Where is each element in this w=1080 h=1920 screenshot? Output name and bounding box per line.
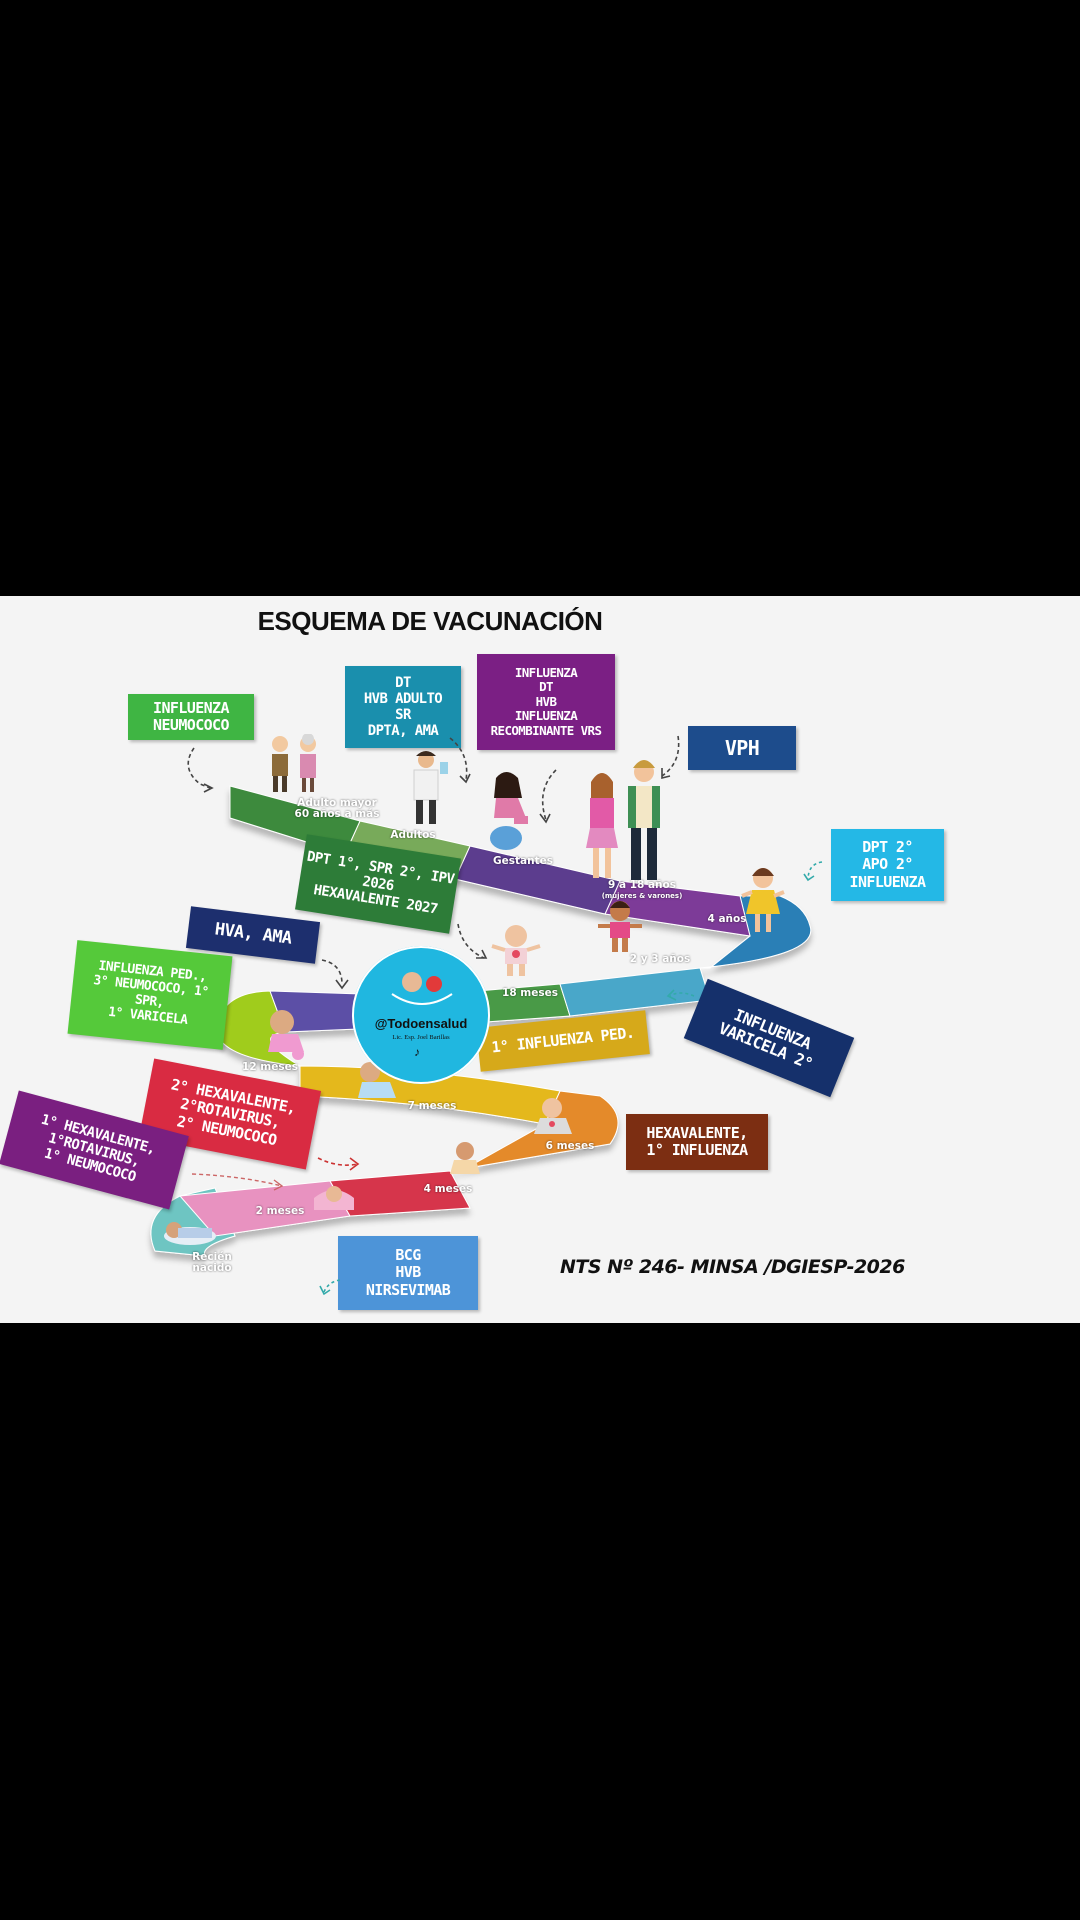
vaccine-line: INFLUENZA <box>514 665 578 681</box>
baby-12-months-icon <box>268 1010 304 1060</box>
author-handle: @Todoensalud <box>374 1016 468 1031</box>
vaccine-line: DT <box>395 674 411 691</box>
dashed-arrow-icon <box>666 989 695 1001</box>
dashed-arrow-icon <box>317 1157 360 1171</box>
vaccine-line: SR <box>395 707 411 723</box>
vaccine-line: APO 2° <box>862 855 913 874</box>
adult-doctor-icon <box>413 751 448 824</box>
dashed-arrow-icon <box>803 861 823 882</box>
elderly-couple-icon <box>272 734 316 792</box>
stage-label: 18 meses <box>502 987 558 999</box>
vaccine-box-seis-meses: HEXAVALENTE,1° INFLUENZA <box>626 1114 768 1170</box>
dashed-arrow-icon <box>191 1173 284 1191</box>
vaccine-line: 1° INFLUENZA PED. <box>490 1023 636 1057</box>
stage-label: Gestantes <box>493 855 553 867</box>
vaccine-line: DPTA, AMA <box>367 723 439 740</box>
vaccine-line: HVB <box>535 693 557 709</box>
vaccine-line: VPH <box>724 735 760 760</box>
dashed-arrow-icon <box>457 923 488 959</box>
baby-6-months-icon <box>534 1098 572 1134</box>
dashed-arrow-icon <box>449 737 471 784</box>
vaccine-box-vph: VPH <box>688 726 796 770</box>
dashed-arrow-icon <box>319 1279 341 1296</box>
vaccine-line: INFLUENZA <box>153 698 229 717</box>
pregnant-woman-icon <box>490 772 528 850</box>
teen-girl-icon <box>586 773 618 878</box>
stage-label: 12 meses <box>242 1061 298 1073</box>
stage-label: 6 meses <box>545 1140 595 1152</box>
stage-label: 4 meses <box>423 1183 473 1195</box>
vaccine-line: NEUMOCOCO <box>153 716 229 734</box>
stage-label: 7 meses <box>407 1100 457 1112</box>
stage-label: 2 meses <box>255 1205 305 1217</box>
vaccine-line: HVB <box>395 1263 421 1282</box>
girl-4-years-icon <box>741 868 785 932</box>
dashed-arrow-icon <box>321 959 349 990</box>
dashed-arrow-icon <box>661 735 680 780</box>
author-badge: @Todoensalud Lic. Esp. Joel Barillas ♪ <box>352 946 490 1084</box>
norm-reference: NTS Nº 246- MINSA /DGIESP-2026 <box>560 1256 905 1278</box>
vaccine-line: RECOMBINANTE VRS <box>490 722 602 738</box>
newborn-icon <box>164 1222 216 1245</box>
vaccine-line: 1° INFLUENZA <box>646 1141 748 1159</box>
vaccine-line: DT <box>539 679 553 695</box>
vaccine-line: HVA, AMA <box>213 919 293 949</box>
vaccine-line: BCG <box>395 1246 421 1265</box>
vaccine-line: INFLUENZA <box>849 872 926 891</box>
tiktok-icon: ♪ <box>414 1045 420 1059</box>
toddler-18-months-icon <box>491 925 541 976</box>
dashed-arrow-icon <box>539 769 557 824</box>
vaccine-line: NIRSEVIMAB <box>365 1280 451 1299</box>
vaccine-line: INFLUENZA <box>514 708 578 724</box>
vaccine-line: 1° VARICELA <box>107 1004 189 1028</box>
vaccine-line: HEXAVALENTE, <box>646 1123 748 1142</box>
vaccine-box-doce-meses: INFLUENZA PED.,3° NEUMOCOCO, 1°SPR,1° VA… <box>67 940 233 1050</box>
vaccine-box-cuatro-anos: DPT 2°APO 2°INFLUENZA <box>831 829 944 901</box>
child-2-3-years-icon <box>598 901 642 952</box>
stage-label: Adultos <box>390 829 436 841</box>
page-title: ESQUEMA DE VACUNACIÓN <box>257 606 603 636</box>
stage-label: 9 a 18 años(mujeres & varones) <box>601 879 683 901</box>
dashed-arrow-icon <box>187 747 214 793</box>
author-name: Lic. Esp. Joel Barillas <box>392 1034 450 1041</box>
baby-2-months-icon <box>314 1186 354 1210</box>
vaccine-line: DPT 2° <box>862 838 913 857</box>
teen-boy-icon <box>628 760 660 880</box>
stethoscope-icon <box>391 972 453 1005</box>
stage-label: 2 y 3 años <box>629 953 691 965</box>
stage-label: 4 años <box>707 913 747 925</box>
baby-4-months-icon <box>450 1142 480 1174</box>
vaccine-line: HVB ADULTO <box>363 690 443 707</box>
